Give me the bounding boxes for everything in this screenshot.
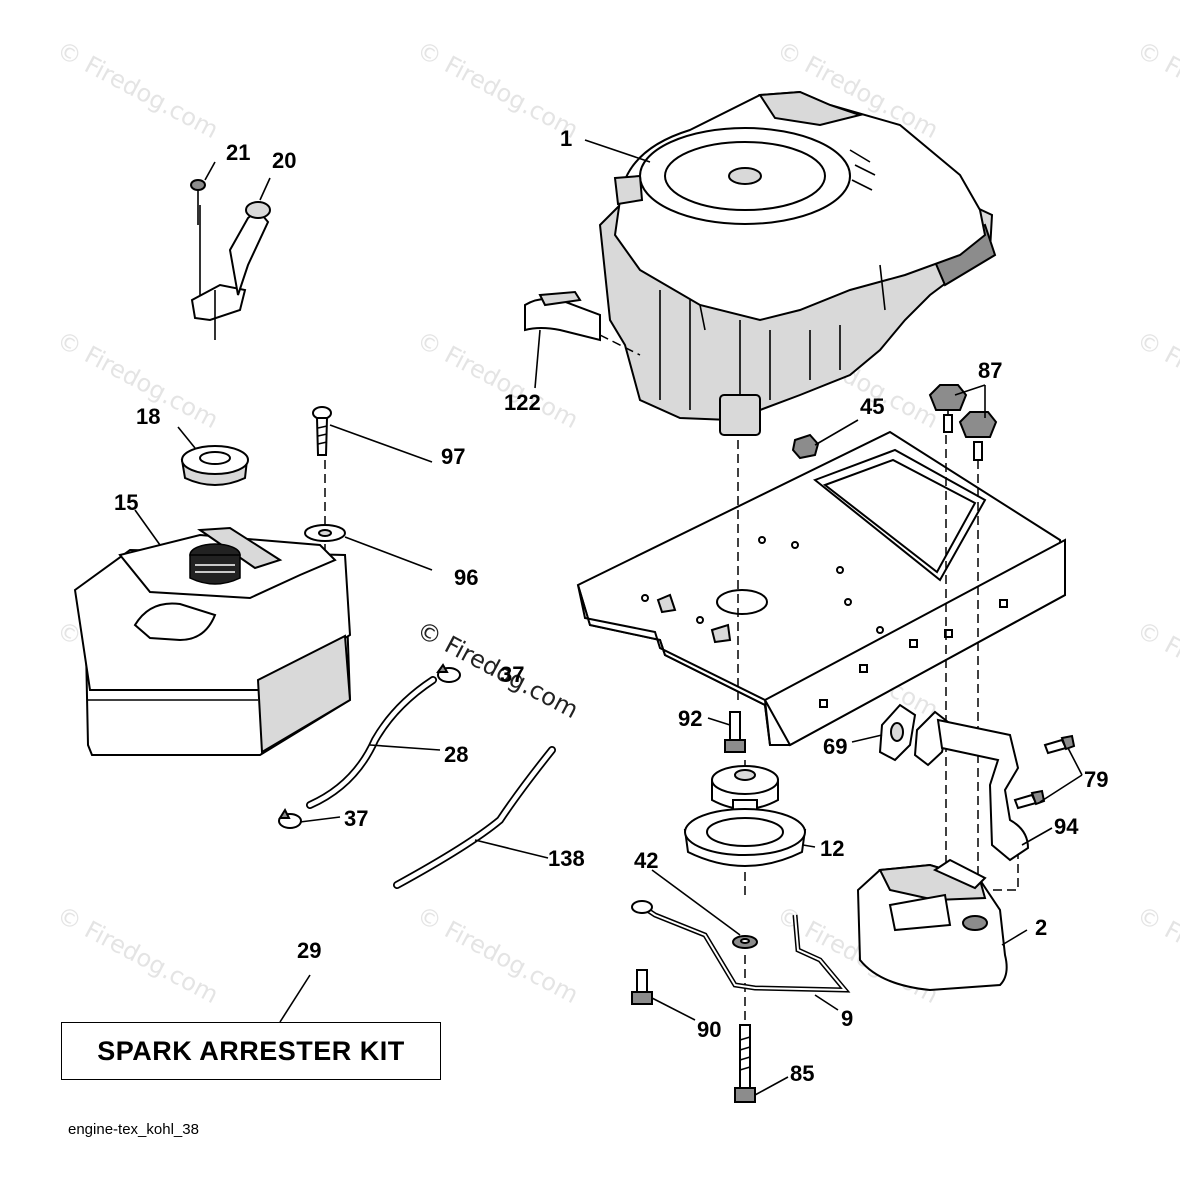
- drawing-id: engine-tex_kohl_38: [68, 1121, 199, 1138]
- callout-15: 15: [114, 490, 138, 515]
- watermark: © Firedog.com: [1132, 326, 1180, 435]
- screw[interactable]: [312, 406, 332, 456]
- callout-69: 69: [823, 734, 847, 759]
- bolt[interactable]: [734, 1024, 756, 1103]
- callout-labels: 1 2 9 12 15 18 20 21 28 29 37 37 42 45 6…: [114, 126, 1108, 1086]
- chassis-plate[interactable]: [576, 430, 1067, 747]
- callout-28: 28: [444, 742, 468, 767]
- fuel-tank[interactable]: [73, 526, 352, 756]
- washer[interactable]: [304, 524, 346, 542]
- watermark: © Firedog.com: [52, 901, 223, 1010]
- watermark: © Firedog.com: [412, 36, 583, 145]
- hose-clamp[interactable]: [278, 807, 302, 829]
- callout-20: 20: [272, 148, 296, 173]
- callout-45: 45: [860, 394, 884, 419]
- knob-bolt[interactable]: [958, 411, 998, 461]
- bolt[interactable]: [724, 711, 746, 753]
- muffler[interactable]: [856, 858, 1008, 992]
- knob-bolt[interactable]: [928, 384, 968, 433]
- throttle-control[interactable]: [190, 179, 271, 340]
- exhaust-pipe[interactable]: [936, 718, 1030, 862]
- callout-2: 2: [1035, 915, 1047, 940]
- washer[interactable]: [732, 935, 758, 949]
- watermark: © Firedog.com: [412, 901, 583, 1010]
- callout-21: 21: [226, 140, 250, 165]
- hex-nut[interactable]: [791, 433, 820, 460]
- bolt[interactable]: [631, 969, 653, 1005]
- callout-92: 92: [678, 706, 702, 731]
- control-rod[interactable]: [631, 900, 851, 993]
- callout-138: 138: [548, 846, 585, 871]
- leader-lines: [134, 139, 1083, 1096]
- callout-94: 94: [1054, 814, 1079, 839]
- callout-18: 18: [136, 404, 160, 429]
- callout-96: 96: [454, 565, 478, 590]
- engine[interactable]: [598, 90, 997, 436]
- vent-hose[interactable]: [393, 746, 556, 889]
- screw[interactable]: [1043, 734, 1076, 755]
- watermark: © Firedog.com: [412, 326, 583, 435]
- callout-122: 122: [504, 390, 541, 415]
- callout-90: 90: [697, 1017, 721, 1042]
- spark-arrester-kit-box[interactable]: SPARK ARRESTER KIT: [61, 1022, 441, 1080]
- callout-1: 1: [560, 126, 572, 151]
- watermark: © Firedog.com: [1132, 36, 1180, 145]
- callout-9: 9: [841, 1006, 853, 1031]
- callout-29: 29: [297, 938, 321, 963]
- fuel-cap[interactable]: [180, 445, 249, 486]
- watermark: © Firedog.com: [1132, 616, 1180, 725]
- callout-37-lower: 37: [344, 806, 368, 831]
- fuel-hose[interactable]: [306, 676, 437, 809]
- callout-12: 12: [820, 836, 844, 861]
- callout-85: 85: [790, 1061, 814, 1086]
- watermark: © Firedog.com: [1132, 901, 1180, 1010]
- callout-97: 97: [441, 444, 465, 469]
- callout-37-upper: 37: [500, 662, 524, 687]
- watermark: © Firedog.com: [412, 616, 583, 725]
- wire-clip[interactable]: [524, 290, 641, 356]
- callout-87: 87: [978, 358, 1002, 383]
- screw[interactable]: [1013, 789, 1046, 810]
- watermark: © Firedog.com: [52, 36, 223, 145]
- hose-clamp[interactable]: [436, 663, 461, 683]
- callout-79: 79: [1084, 767, 1108, 792]
- callout-42: 42: [634, 848, 658, 873]
- spark-arrester-kit-label: SPARK ARRESTER KIT: [97, 1035, 405, 1066]
- pulley[interactable]: [683, 765, 807, 867]
- gasket[interactable]: [878, 703, 917, 762]
